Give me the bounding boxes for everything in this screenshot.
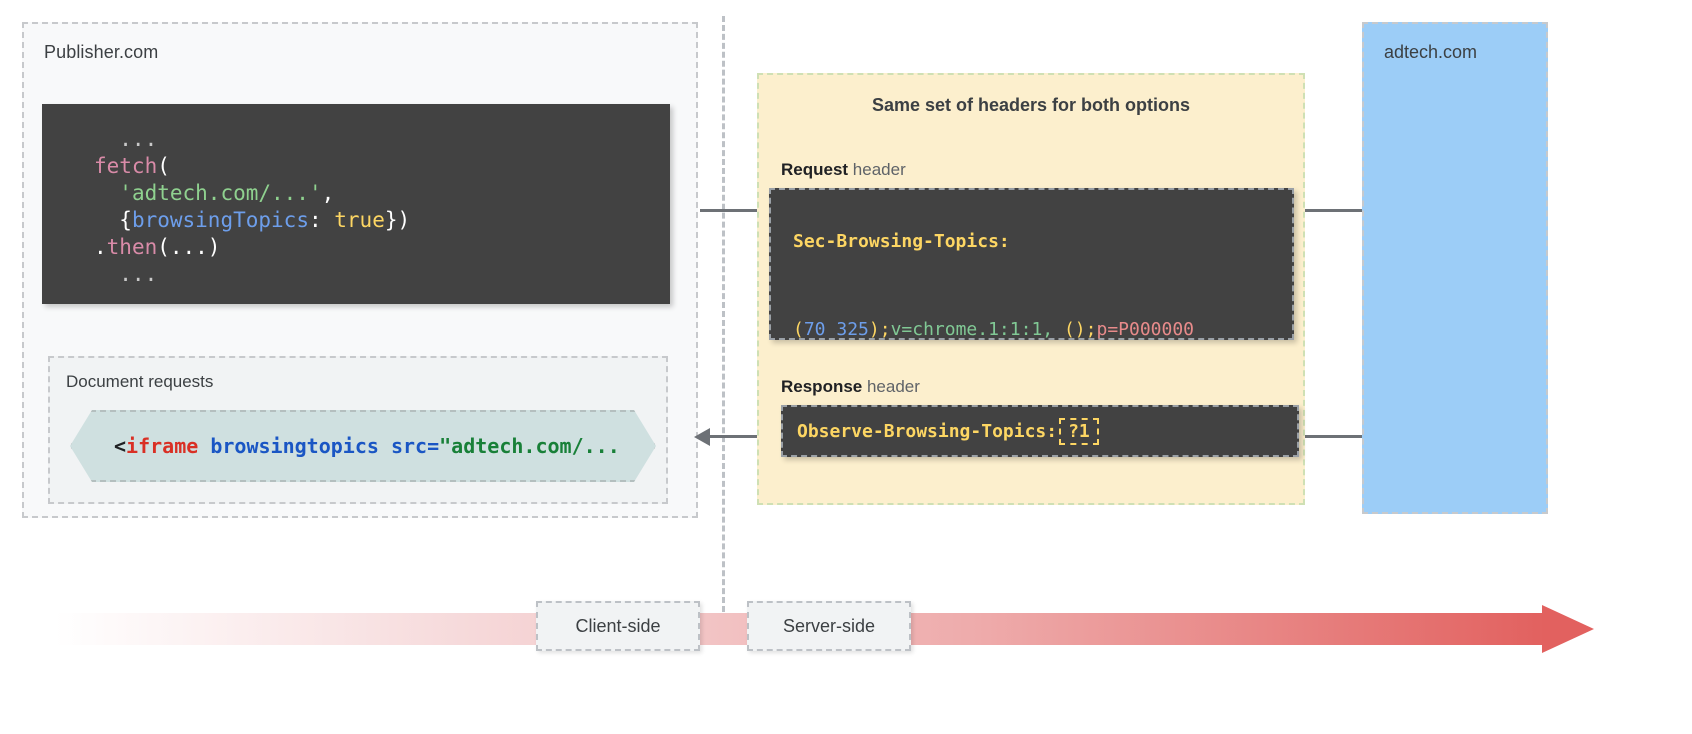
code-token-comma: , xyxy=(321,181,335,205)
connector-line-request-out xyxy=(1296,209,1384,212)
request-header-label-rest: header xyxy=(848,160,906,179)
response-header-key: Observe-Browsing-Topics: xyxy=(797,420,1058,442)
arrow-head-to-publisher-icon xyxy=(694,428,710,446)
response-header-value-highlight: ?1 xyxy=(1059,417,1099,445)
request-header-key: Sec-Browsing-Topics: xyxy=(793,231,1010,252)
client-server-timeline: Client-side Server-side xyxy=(55,601,1640,653)
code-token-then: then xyxy=(106,235,158,259)
request-value-semicolon-2: ; xyxy=(1085,319,1097,340)
response-header-label-rest: header xyxy=(862,377,920,396)
code-token-then-args: (...) xyxy=(157,235,221,259)
response-header-code-box: Observe-Browsing-Topics:?1 xyxy=(781,405,1299,457)
iframe-angle-bracket: < xyxy=(114,434,127,458)
response-header-label-strong: Response xyxy=(781,377,863,396)
response-header-label: Response header xyxy=(781,377,920,397)
timeline-label-client-side: Client-side xyxy=(536,601,700,651)
iframe-attributes: browsingtopics src= xyxy=(198,434,440,458)
request-value-version: v=chrome.1:1:1, xyxy=(890,319,1064,340)
client-server-divider xyxy=(722,16,725,612)
timeline-label-server-side: Server-side xyxy=(747,601,911,651)
code-ellipsis-top: ... xyxy=(94,127,158,151)
request-value-empty-paren: () xyxy=(1063,319,1086,340)
iframe-snippet-hexagon: <iframe browsingtopics src="adtech.com/.… xyxy=(70,410,656,482)
code-token-open-paren: ( xyxy=(157,154,170,178)
adtech-panel: adtech.com xyxy=(1362,22,1548,514)
request-header-label: Request header xyxy=(781,160,906,180)
adtech-panel-label: adtech.com xyxy=(1384,42,1478,62)
javascript-code-block: ... fetch( 'adtech.com/...', {browsingTo… xyxy=(42,104,670,304)
headers-panel-title: Same set of headers for both options xyxy=(871,95,1191,115)
request-value-open-paren: ( xyxy=(793,319,804,340)
connector-line-response-in xyxy=(1296,435,1368,438)
request-header-label-strong: Request xyxy=(781,160,849,179)
code-token-brace-close: }) xyxy=(384,208,411,232)
publisher-panel: Publisher.com ... fetch( 'adtech.com/...… xyxy=(22,22,698,518)
code-token-true: true xyxy=(334,208,385,232)
code-token-dot: . xyxy=(94,235,107,259)
headers-panel: Same set of headers for both options Req… xyxy=(757,73,1305,505)
connector-line-request-in xyxy=(700,209,766,212)
request-value-padding: p=P000000 xyxy=(1096,319,1195,340)
iframe-src-value: "adtech.com/... xyxy=(439,434,620,458)
document-requests-panel: Document requests <iframe browsingtopics… xyxy=(48,356,668,504)
request-header-code-box: Sec-Browsing-Topics: (70 325);v=chrome.1… xyxy=(769,188,1294,340)
request-value-topic-ids: 70 325 xyxy=(803,319,869,340)
connector-line-response-out xyxy=(702,435,770,438)
code-token-colon: : xyxy=(308,208,335,232)
document-requests-label: Document requests xyxy=(66,372,214,391)
request-value-semicolon-1: ; xyxy=(879,319,891,340)
code-token-brace-open: { xyxy=(119,208,132,232)
code-token-browsingtopics: browsingTopics xyxy=(131,208,309,232)
code-token-url-string: 'adtech.com/...' xyxy=(119,181,322,205)
iframe-tag-name: iframe xyxy=(126,434,199,458)
publisher-panel-label: Publisher.com xyxy=(44,42,159,62)
request-value-close-paren: ) xyxy=(868,319,880,340)
code-token-fetch: fetch xyxy=(94,154,158,178)
code-ellipsis-bottom: ... xyxy=(94,262,158,286)
timeline-arrow-head-icon xyxy=(1542,605,1594,653)
